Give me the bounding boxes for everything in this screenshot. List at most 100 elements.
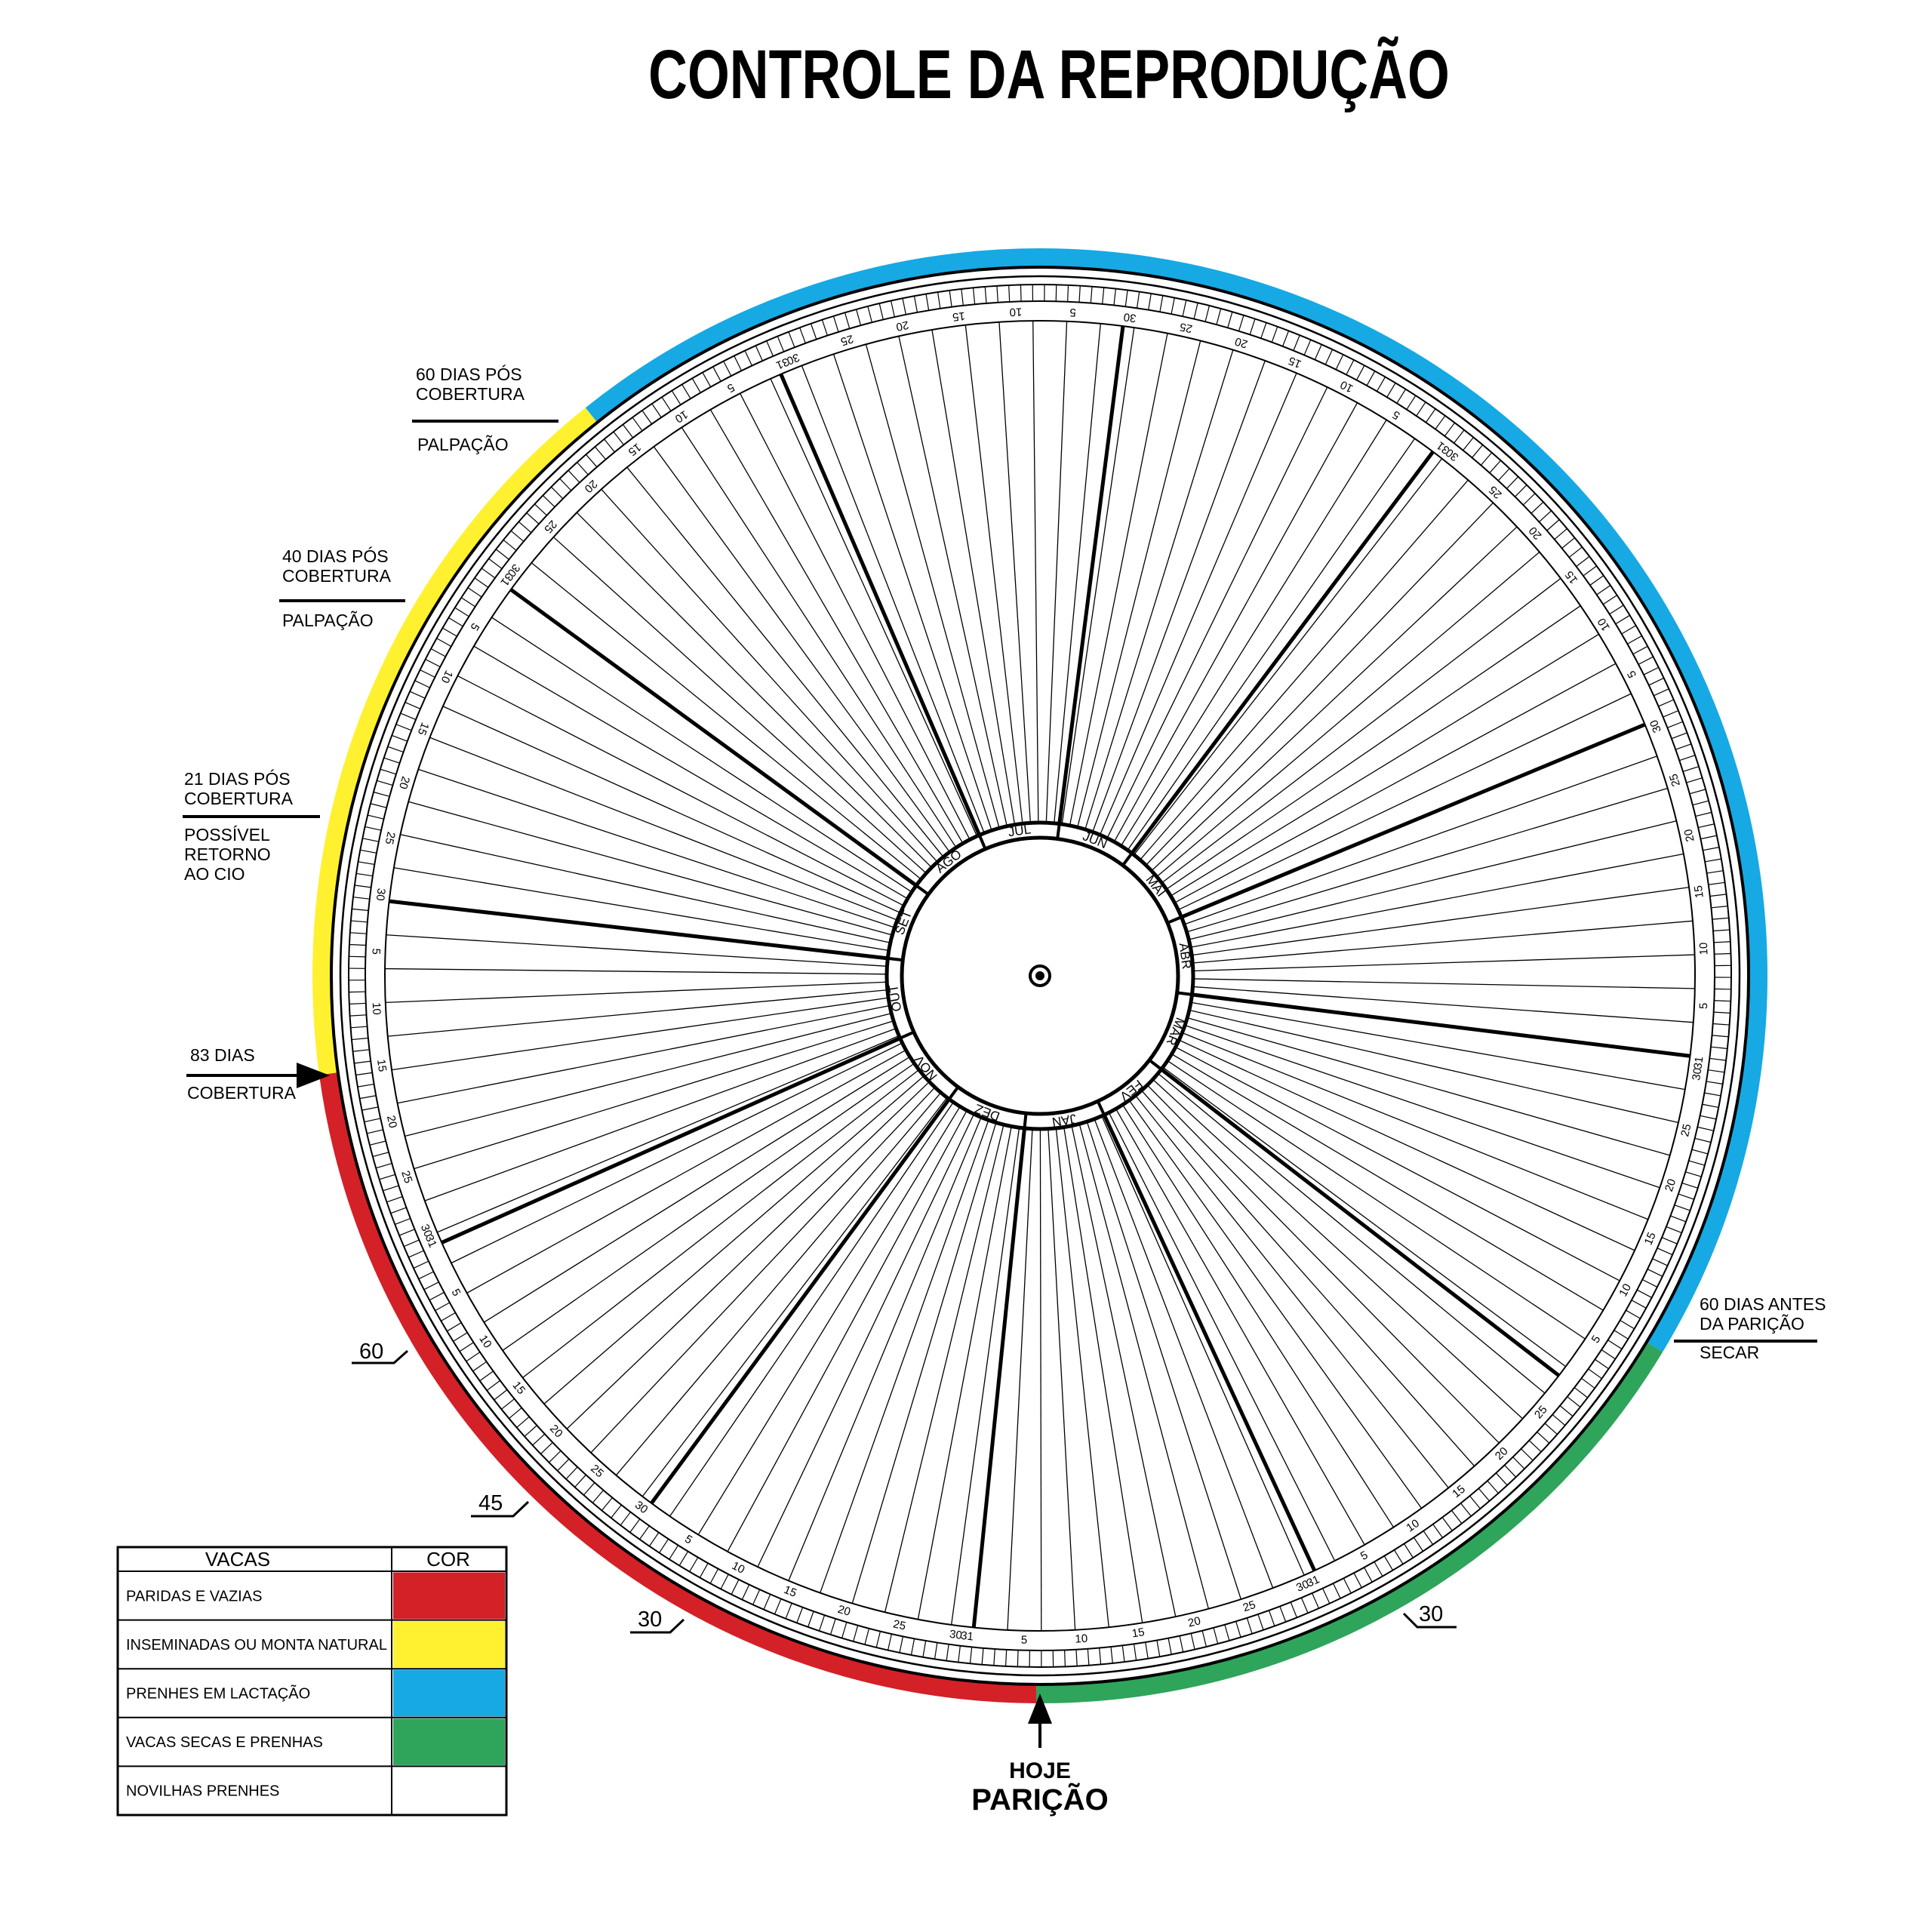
day-spoke [1182,1032,1649,1220]
day-tick [699,1563,709,1578]
day-tick [420,669,435,678]
day-tick [349,943,366,946]
day-spoke [1171,1054,1604,1311]
phase-annotations: 60 DIAS PÓS COBERTURA PALPAÇÃO 40 DIAS P… [183,365,1826,1817]
day-spoke [1161,577,1561,884]
day-tick [1216,308,1222,325]
day-tick [774,1598,782,1615]
day-tick [501,1398,515,1410]
day-tick [832,315,839,332]
day-tick [481,568,496,579]
day-spoke [457,675,904,906]
day-tick [752,1589,761,1605]
day-tick [516,1416,530,1429]
day-tick [1567,1396,1581,1407]
day-label: 10 [1075,1632,1088,1646]
day-tick [689,1557,699,1572]
day-tick [887,1633,892,1651]
day-label: 5 [369,948,382,955]
day-tick [1694,1137,1712,1143]
day-tick [777,336,785,352]
day-spoke [1177,693,1632,911]
day-spoke [418,768,895,928]
day-tick [1512,1457,1525,1469]
day-tick [1204,305,1211,322]
day-tick [993,1648,995,1666]
day-tick [442,627,457,637]
day-spoke [1141,1090,1475,1467]
arrow-83-dias-icon [297,1063,330,1088]
day-tick [352,1049,370,1052]
day-tick [557,1458,570,1472]
day-tick [821,319,828,336]
day-ticks [349,285,1731,1667]
label-21-pos-action-3: AO CIO [184,864,245,884]
center-pin-dot [1035,971,1044,980]
day-spoke [832,354,992,831]
day-spoke [387,989,888,1037]
day-spoke [1108,1112,1336,1561]
day-tick [1588,1368,1602,1380]
day-tick [1688,1160,1706,1166]
day-tick [808,1611,814,1628]
legend-color-swatch [393,1669,505,1717]
day-spoke [1128,1100,1423,1509]
day-tick [1709,1057,1727,1061]
day-tick [1546,519,1560,531]
day-spoke [424,1028,897,1201]
day-label: 10 [438,668,455,685]
day-tick [586,454,598,468]
day-label: 10 [1404,1517,1422,1534]
day-tick [1697,1126,1714,1131]
day-tick [1469,1495,1481,1509]
day-spoke [552,537,927,874]
day-label: 31 [1691,1056,1706,1070]
day-label: 10 [1617,1281,1634,1299]
day-tick [799,327,806,343]
day-tick [526,512,540,525]
month-divider [1148,1059,1163,1071]
day-spoke [1084,349,1234,830]
ring-arc-inseminadas [312,408,599,1075]
day-spoke [1063,1127,1143,1623]
day-spoke [1184,755,1657,925]
month-divider [1167,915,1183,924]
day-tick [1451,1509,1463,1524]
day-tick [1376,377,1386,392]
day-tick [1695,811,1712,817]
callout-30-left-leader [630,1618,685,1634]
day-tick [395,724,412,731]
day-tick [370,803,387,808]
legend-color-swatch [393,1572,505,1620]
day-tick [1674,1204,1690,1211]
label-60-antes-action: SECAR [1700,1343,1759,1362]
day-tick [1620,1319,1635,1330]
day-tick [1374,1561,1383,1577]
day-tick [1478,1487,1491,1502]
day-spoke [437,1035,900,1233]
day-spoke [740,392,971,840]
day-spoke [1156,551,1540,878]
month-boundary-spoke [1192,992,1690,1058]
day-tick [518,521,532,534]
day-tick [659,1538,669,1553]
day-tick [1008,285,1011,302]
day-label: 20 [895,318,910,334]
callout-30-left: 30 [638,1607,662,1632]
day-tick [922,1640,927,1657]
day-spoke [405,1013,892,1137]
day-tick [380,768,397,775]
day-tick [369,1140,386,1146]
day-tick [435,1302,451,1312]
day-tick [1413,1537,1424,1552]
day-label: 25 [892,1617,907,1632]
day-tick [1652,1258,1668,1266]
day-tick [1671,732,1687,740]
day-spoke [483,1056,911,1323]
day-tick [391,734,408,742]
day-tick [878,303,884,320]
day-tick [875,1631,881,1648]
day-tick [1581,1377,1595,1389]
day-tick [448,617,463,627]
